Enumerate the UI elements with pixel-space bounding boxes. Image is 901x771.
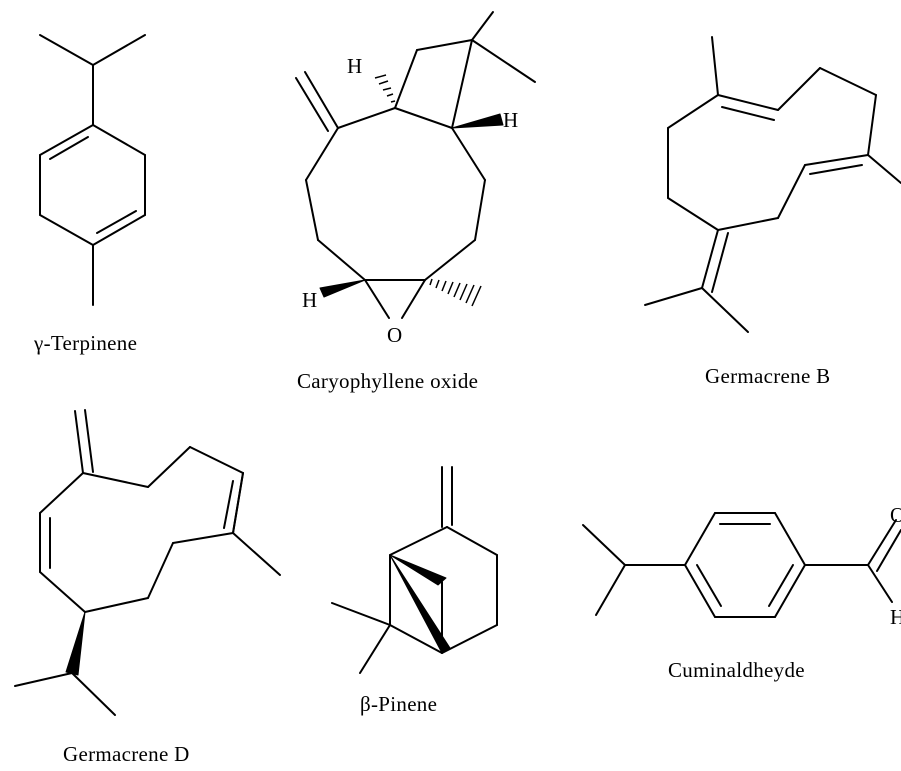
caryophyllene-oxide-h-left: H xyxy=(302,288,317,312)
gamma-terpinene-label: γ-Terpinene xyxy=(33,331,137,355)
germacrene-b-label: Germacrene B xyxy=(705,364,830,388)
beta-pinene-structure xyxy=(331,466,498,674)
caryophyllene-oxide-label: Caryophyllene oxide xyxy=(297,369,478,393)
cuminaldehyde-label: Cuminaldheyde xyxy=(668,658,805,682)
caryophyllene-oxide-structure xyxy=(295,11,536,319)
gamma-terpinene-structure xyxy=(39,34,146,306)
cuminaldehyde-h: H xyxy=(890,605,901,629)
germacrene-b-structure xyxy=(644,36,901,333)
cuminaldehyde-o: O xyxy=(890,503,901,527)
germacrene-d-structure xyxy=(14,409,281,716)
germacrene-d-label: Germacrene D xyxy=(63,742,190,766)
caryophyllene-oxide-h-top: H xyxy=(347,54,362,78)
cuminaldehyde-structure xyxy=(582,512,901,618)
caryophyllene-oxide-h-right: H xyxy=(503,108,518,132)
beta-pinene-label: β-Pinene xyxy=(360,692,437,716)
caryophyllene-oxide-o: O xyxy=(387,323,402,347)
